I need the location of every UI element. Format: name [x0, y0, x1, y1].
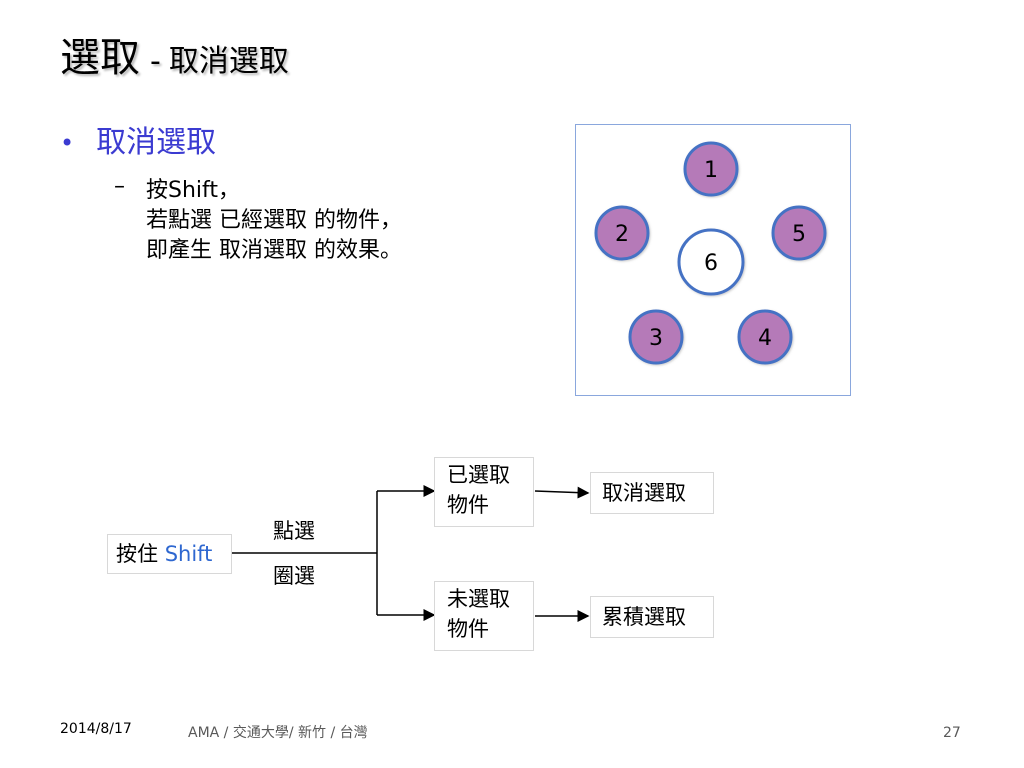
circle-3[interactable]: 3 — [628, 309, 684, 365]
circle-4-label: 4 — [758, 326, 772, 351]
result-deselect-box: 取消選取 — [590, 472, 714, 514]
bullet-text: 取消選取 — [96, 125, 217, 160]
footer-date: 2014/8/17 — [60, 721, 132, 737]
selected-objects-line-2: 物件 — [447, 493, 489, 517]
arrow-to-deselect — [534, 486, 590, 499]
circle-6[interactable]: 6 — [677, 228, 745, 296]
action-drag-label: 圈選 — [273, 564, 315, 588]
circle-6-label: 6 — [704, 251, 718, 276]
circle-panel — [575, 124, 851, 396]
bullet-item: • 取消選取 — [60, 128, 216, 158]
footer-org: AMA / 交通大學/ 新竹 / 台灣 — [188, 725, 368, 741]
title-separator: - — [150, 44, 161, 79]
result-accumulate-text: 累積選取 — [602, 605, 686, 629]
title-main: 選取 — [60, 35, 140, 81]
circle-5-label: 5 — [792, 222, 806, 247]
circle-2[interactable]: 2 — [594, 205, 650, 261]
sub-item-dash: – — [114, 176, 146, 198]
result-accumulate-box: 累積選取 — [590, 596, 714, 638]
sub-line-3: 即產生 取消選取 的效果。 — [146, 238, 402, 263]
slide-title: 選取-取消選取 — [60, 38, 289, 78]
selected-objects-box: 已選取 物件 — [434, 457, 534, 527]
circle-3-label: 3 — [649, 326, 663, 351]
circle-2-label: 2 — [615, 222, 629, 247]
sub-line-1: 按Shift， — [146, 178, 241, 203]
selected-objects-line-1: 已選取 — [447, 463, 510, 487]
start-shift-key: Shift — [164, 542, 213, 566]
unselected-objects-line-1: 未選取 — [447, 587, 510, 611]
sub-item-text: 按Shift， 若點選 已經選取 的物件， 即產生 取消選取 的效果。 — [146, 176, 402, 266]
circle-5[interactable]: 5 — [771, 205, 827, 261]
unselected-objects-box: 未選取 物件 — [434, 581, 534, 651]
circle-1[interactable]: 1 — [683, 141, 739, 197]
start-box: 按住 Shift — [107, 534, 232, 574]
sub-line-2: 若點選 已經選取 的物件， — [146, 208, 402, 233]
circle-1-label: 1 — [704, 158, 718, 183]
result-deselect-text: 取消選取 — [602, 481, 686, 505]
bullet-marker: • — [60, 129, 75, 157]
action-click-label: 點選 — [273, 519, 315, 543]
footer-page-number: 27 — [943, 725, 961, 741]
circle-4[interactable]: 4 — [737, 309, 793, 365]
title-subtitle: 取消選取 — [168, 44, 289, 79]
unselected-objects-line-2: 物件 — [447, 617, 489, 641]
dash-marker: – — [114, 174, 125, 199]
start-prefix: 按住 — [116, 542, 165, 566]
